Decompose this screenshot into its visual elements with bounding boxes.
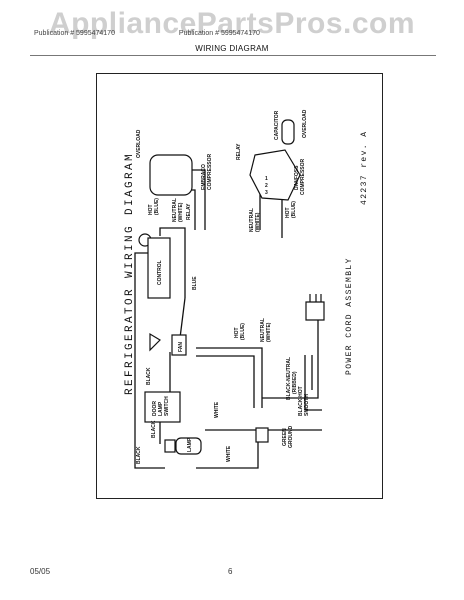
wire-neutral-pair-a — [196, 347, 263, 408]
black-hot-label: BLACK-HOT — [298, 386, 304, 416]
lamp-bulb-label: LAMP — [187, 437, 193, 452]
blue-left-label: (BLUE) — [154, 198, 160, 215]
publication-left: Publication # 5995474170 — [34, 30, 115, 37]
overload-left-label: OVERLOAD — [136, 129, 142, 158]
lamp-label: LAMP — [158, 401, 164, 416]
danfoss-label: DANFOSS — [294, 165, 300, 190]
hot-fan-label: HOT — [234, 327, 240, 338]
ground-label: GROUND — [288, 425, 294, 448]
blue-wire-label: BLUE — [192, 276, 198, 290]
overload-right-label: OVERLOAD — [302, 109, 308, 138]
diagram-frame — [96, 73, 383, 499]
wire-black-left — [134, 252, 165, 469]
black-label-1: BLACK — [146, 367, 152, 385]
white-label-2: WHITE — [226, 445, 232, 462]
header-rule — [30, 55, 436, 56]
door-label: DOOR — [152, 401, 158, 416]
hot-left-label: HOT — [148, 204, 154, 215]
publication-header: Publication # 5995474170 Publication # 5… — [34, 30, 260, 37]
fan-blade-icon — [149, 332, 161, 352]
diagram-labels: REFRIGERATOR WIRING DIAGRAM 42237 rev. A… — [124, 109, 369, 464]
embraco-compressor-label: COMPRESSOR — [207, 153, 213, 190]
footer-date: 05/05 — [30, 567, 51, 576]
section-title: WIRING DIAGRAM — [195, 44, 269, 53]
terminal-3: 3 — [265, 190, 268, 196]
danfoss-compressor-label: COMPRESSOR — [300, 158, 306, 195]
relay-right-label: RELAY — [236, 143, 242, 160]
white-label-1: WHITE — [214, 401, 220, 418]
green-label: GREEN — [282, 428, 288, 446]
lamp-bulb — [175, 437, 202, 455]
terminal-2: 2 — [265, 183, 268, 189]
black-label-2: BLACK — [151, 420, 157, 438]
wire-white-bottom — [196, 442, 259, 469]
wire-cord-a — [304, 355, 322, 411]
wire-to-cord — [262, 318, 319, 399]
junction-box — [255, 427, 269, 443]
wire-embraco-a — [190, 169, 206, 230]
components — [138, 119, 325, 455]
blue-right-label: (BLUE) — [291, 201, 297, 218]
white-right-label: (WHITE) — [255, 212, 261, 232]
white-fan-label: (WHITE) — [266, 322, 272, 342]
switch-label: SWITCH — [164, 396, 170, 416]
publication-right: Publication # 5995474170 — [178, 30, 260, 37]
wire-blue-control — [159, 227, 186, 298]
part-number: 42237 rev. A — [360, 131, 369, 205]
watermark: AppliancePartsPros.com — [48, 7, 416, 40]
fan-box — [171, 334, 187, 356]
black-neutral-label: BLACK-NEUTRAL — [286, 357, 292, 400]
embraco-compressor — [149, 154, 193, 196]
diagram-title: REFRIGERATOR WIRING DIAGRAM — [124, 152, 136, 395]
power-cord-label: POWER CORD ASSEMBLY — [345, 257, 354, 375]
danfoss-relay-body — [249, 149, 301, 201]
hot-right-label: HOT — [285, 207, 291, 218]
white-left-label: (WHITE) — [178, 202, 184, 222]
smooth-label: SMOOTH — [304, 394, 310, 416]
neutral-fan-label: NEUTRAL — [260, 318, 266, 342]
control-label: CONTROL — [157, 260, 163, 285]
wires — [134, 169, 322, 469]
footer-page-number: 6 — [228, 567, 233, 576]
embraco-label: EMBRACO — [201, 164, 207, 190]
control-box — [147, 237, 171, 299]
fan-label: FAN — [178, 342, 184, 352]
wire-blue-fan — [179, 297, 186, 339]
power-plug — [305, 301, 325, 321]
black-label-3: BLACK — [136, 446, 142, 464]
lamp-socket — [164, 439, 176, 453]
neutral-left-label: NEUTRAL — [172, 198, 178, 222]
capacitor-label: CAPACITOR — [274, 110, 280, 140]
door-lamp-switch-box — [144, 391, 181, 423]
capacitor — [281, 119, 295, 145]
relay-left-label: RELAY — [186, 203, 192, 220]
terminal-1: 1 — [265, 176, 268, 182]
wire-neutral-pair-b — [196, 355, 255, 408]
blue-fan-label: (BLUE) — [240, 323, 246, 340]
neutral-right-label: NEUTRAL — [249, 208, 255, 232]
ribbed-label: (RIBBED) — [292, 371, 298, 394]
